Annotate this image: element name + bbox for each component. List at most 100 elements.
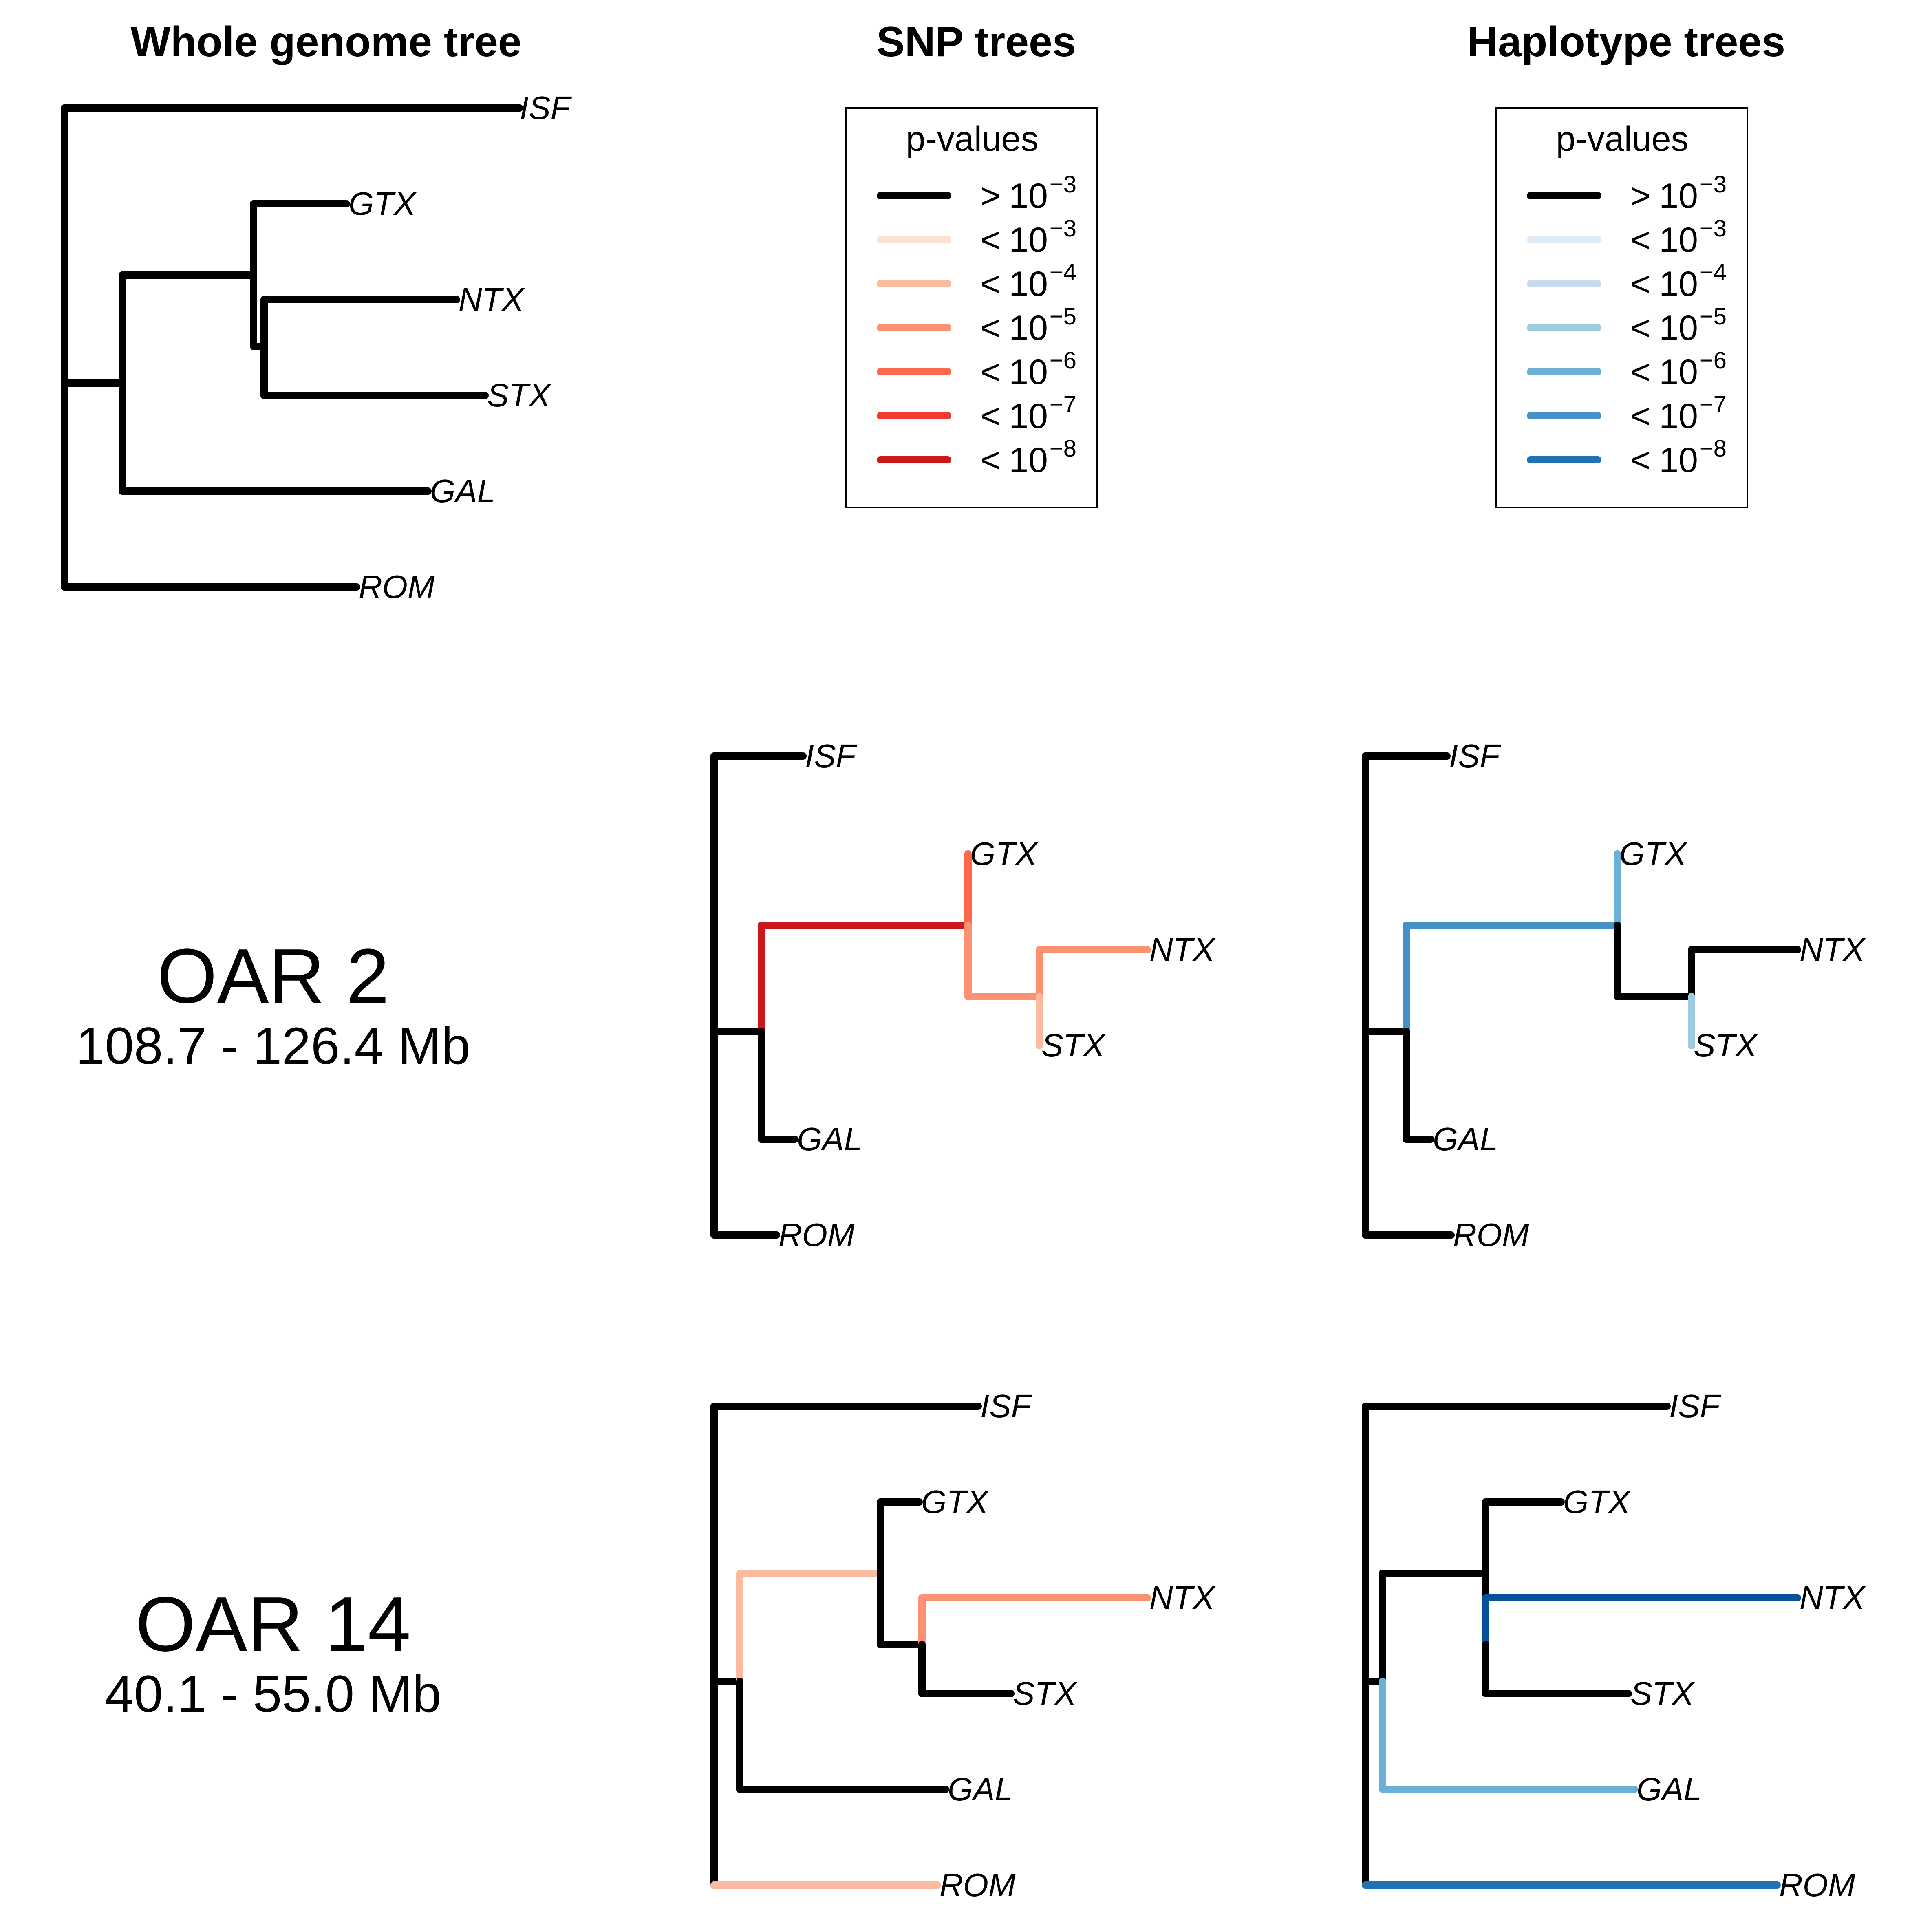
tip-label-ntx: NTX (1149, 1579, 1216, 1616)
legend-symbol: < (980, 221, 1001, 260)
hap-legend-label: <10−8 (1630, 435, 1727, 480)
row-range-oar2: 108.7 - 126.4 Mb (76, 1017, 470, 1075)
tip-label-isf: ISF (520, 90, 572, 126)
legend-symbol: < (980, 309, 1001, 348)
legend-base: 10 (1009, 309, 1048, 348)
tip-label-ntx: NTX (1800, 1579, 1866, 1616)
snp-legend-label: >10−3 (980, 171, 1076, 216)
tip-label-rom: ROM (359, 569, 435, 605)
legend-base: 10 (1009, 176, 1048, 216)
legend-snp: p-values >10−3<10−3<10−4<10−5<10−6<10−7<… (845, 107, 1098, 508)
tree-oar14-hap: ISF GTX NTX STX GAL ROM (1362, 1388, 1866, 1903)
legend-symbol: < (1630, 221, 1651, 260)
hap-legend-label: <10−6 (1630, 347, 1727, 392)
legend-exponent: −4 (1050, 259, 1076, 286)
legend-exponent: −3 (1050, 171, 1076, 198)
legend-exponent: −3 (1050, 215, 1076, 242)
tip-label-stx: STX (1013, 1675, 1077, 1711)
legend-base: 10 (1659, 397, 1698, 436)
tip-label-gal: GAL (430, 473, 495, 509)
legend-base: 10 (1659, 309, 1698, 348)
legend-exponent: −7 (1050, 391, 1076, 418)
title-snp-trees: SNP trees (876, 18, 1076, 66)
tip-label-gal: GAL (1636, 1771, 1702, 1807)
tip-label-rom: ROM (779, 1217, 855, 1253)
legend-exponent: −6 (1700, 347, 1727, 374)
legend-exponent: −7 (1700, 391, 1727, 418)
hap-legend-label: <10−5 (1630, 303, 1727, 348)
tip-label-stx: STX (1630, 1675, 1695, 1711)
tree-oar2-hap: ISF GTX NTX STX GAL ROM (1362, 738, 1866, 1253)
legend-snp-title: p-values (906, 119, 1038, 159)
row-label-oar14: OAR 14 (135, 1581, 411, 1667)
hap-legend-label: >10−3 (1630, 171, 1727, 216)
legend-hap-title: p-values (1556, 119, 1688, 159)
tip-label-ntx: NTX (1800, 931, 1866, 968)
legend-hap-entries: >10−3<10−3<10−4<10−5<10−6<10−7<10−8 (1527, 171, 1727, 480)
title-whole-genome: Whole genome tree (130, 18, 521, 66)
tip-label-isf: ISF (1449, 738, 1502, 774)
tree-oar2-snp: ISF GTX NTX STX GAL ROM (710, 738, 1216, 1253)
legend-symbol: > (980, 176, 1001, 216)
legend-exponent: −3 (1700, 171, 1727, 198)
legend-symbol: < (1630, 441, 1651, 480)
legend-base: 10 (1659, 221, 1698, 260)
legend-base: 10 (1659, 353, 1698, 392)
legend-base: 10 (1659, 441, 1698, 480)
tip-label-gtx: GTX (1563, 1484, 1631, 1520)
snp-legend-label: <10−5 (980, 303, 1076, 348)
legend-symbol: < (980, 441, 1001, 480)
legend-symbol: > (1630, 176, 1651, 216)
hap-legend-label: <10−4 (1630, 259, 1727, 304)
tip-label-gtx: GTX (1619, 836, 1687, 872)
row-range-oar14: 40.1 - 55.0 Mb (105, 1665, 441, 1723)
tip-label-gtx: GTX (348, 185, 417, 222)
tip-label-gal: GAL (797, 1121, 862, 1157)
legend-symbol: < (980, 265, 1001, 304)
tip-label-isf: ISF (1669, 1388, 1722, 1424)
tree-oar14-snp: ISF GTX NTX STX GAL ROM (710, 1388, 1216, 1903)
legend-exponent: −3 (1700, 215, 1727, 242)
legend-base: 10 (1659, 265, 1698, 304)
hap-legend-label: <10−3 (1630, 215, 1727, 260)
legend-symbol: < (1630, 397, 1651, 436)
tip-label-stx: STX (1041, 1027, 1106, 1063)
legend-symbol: < (980, 397, 1001, 436)
legend-base: 10 (1009, 353, 1048, 392)
tip-label-isf: ISF (980, 1388, 1033, 1424)
hap-legend-label: <10−7 (1630, 391, 1727, 436)
legend-snp-box (845, 107, 1098, 508)
snp-legend-label: <10−3 (980, 215, 1076, 260)
tree-whole-genome: ISF GTX NTX STX GAL ROM (61, 90, 572, 605)
legend-exponent: −6 (1050, 347, 1076, 374)
tip-label-rom: ROM (1453, 1217, 1529, 1253)
legend-base: 10 (1659, 176, 1698, 216)
legend-snp-entries: >10−3<10−3<10−4<10−5<10−6<10−7<10−8 (877, 171, 1076, 480)
legend-exponent: −8 (1050, 435, 1076, 462)
tip-label-ntx: NTX (459, 281, 525, 318)
legend-base: 10 (1009, 397, 1048, 436)
tip-label-gtx: GTX (970, 836, 1038, 872)
legend-hap: p-values >10−3<10−3<10−4<10−5<10−6<10−7<… (1495, 107, 1748, 508)
tip-label-rom: ROM (940, 1867, 1016, 1903)
legend-symbol: < (1630, 265, 1651, 304)
tip-label-stx: STX (1694, 1027, 1758, 1063)
snp-legend-label: <10−6 (980, 347, 1076, 392)
legend-exponent: −5 (1050, 303, 1076, 330)
snp-legend-label: <10−4 (980, 259, 1076, 304)
title-haplotype-trees: Haplotype trees (1467, 18, 1785, 66)
legend-symbol: < (1630, 353, 1651, 392)
legend-exponent: −8 (1700, 435, 1727, 462)
legend-base: 10 (1009, 221, 1048, 260)
tip-label-stx: STX (487, 377, 551, 413)
legend-symbol: < (1630, 309, 1651, 348)
tip-label-ntx: NTX (1149, 931, 1216, 968)
tip-label-isf: ISF (805, 738, 858, 774)
row-label-oar2: OAR 2 (157, 933, 389, 1019)
legend-base: 10 (1009, 441, 1048, 480)
tip-label-gal: GAL (1433, 1121, 1498, 1157)
tip-label-rom: ROM (1779, 1867, 1855, 1903)
legend-symbol: < (980, 353, 1001, 392)
snp-legend-label: <10−7 (980, 391, 1076, 436)
